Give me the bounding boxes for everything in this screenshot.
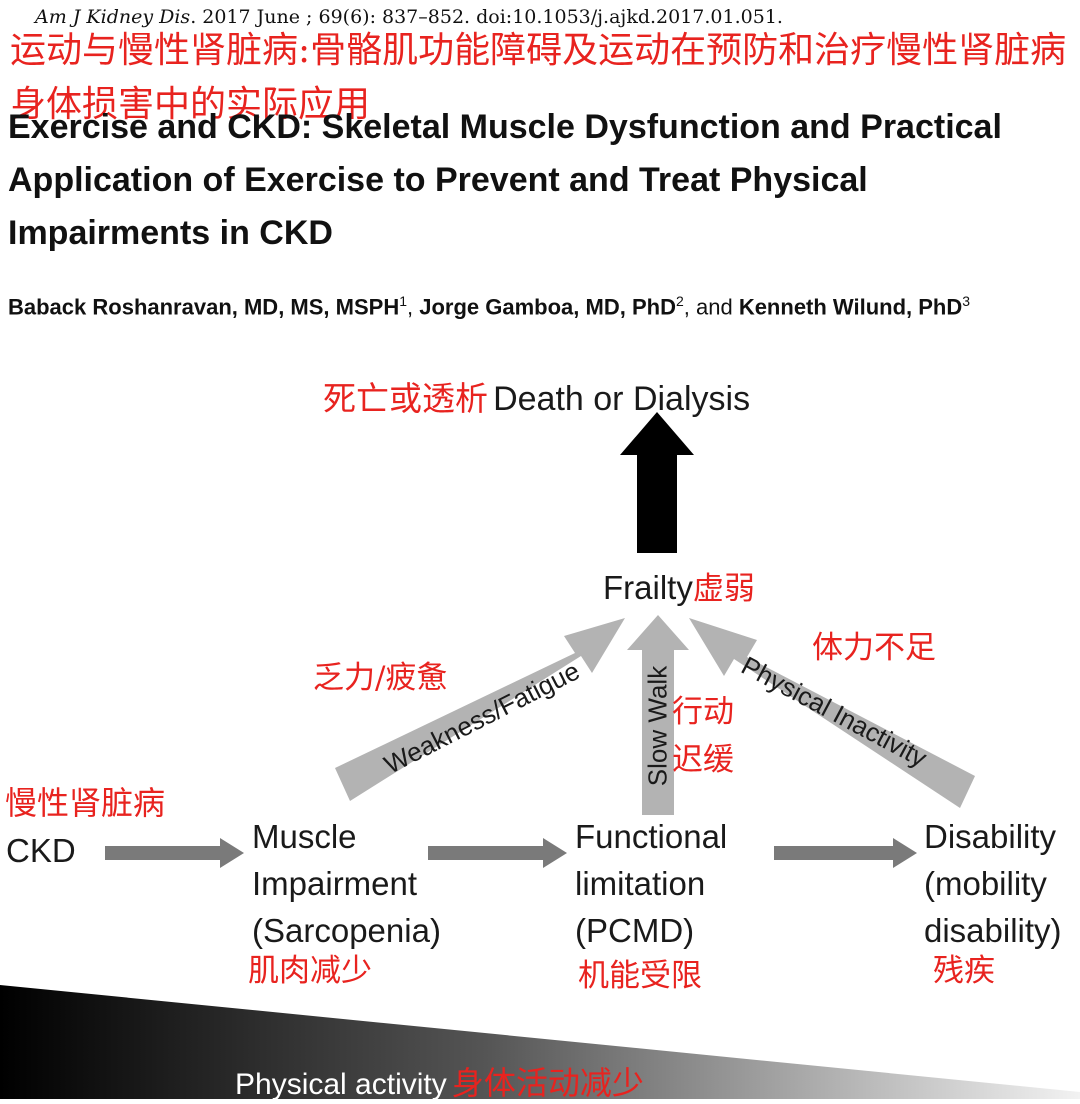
title-english: Exercise and CKD: Skeletal Muscle Dysfun… [8, 108, 1002, 252]
arrow-muscle-to-functional [428, 838, 567, 868]
arrow-ckd-to-muscle [105, 838, 244, 868]
muscle-impairment-node: Muscle Impairment (Sarcopenia) [252, 813, 441, 954]
physical-inactivity-zh: 体力不足 [812, 630, 936, 666]
physical-activity-label: Physical activity 身体活动减少 [235, 1058, 644, 1104]
functional-line1: Functional [575, 818, 728, 855]
arrow-physical-inactivity [689, 618, 975, 808]
author-separator: , and [683, 294, 739, 320]
ckd-zh: 慢性肾脏病 [5, 784, 166, 822]
death-or-dialysis-label: 死亡或透析 Death or Dialysis [323, 372, 750, 420]
disability-zh: 残疾 [933, 953, 995, 989]
author-name: Kenneth Wilund, PhD [738, 294, 963, 320]
arrow-to-death [620, 412, 694, 553]
citation-details: . 2017 June ; 69(6): 837–852. doi:10.105… [190, 6, 783, 28]
slow-walk-zh-line1: 行动 [672, 694, 734, 730]
muscle-line1: Muscle [252, 818, 357, 855]
author-list: Baback Roshanravan, MD, MS, MSPH1, Jorge… [8, 286, 1076, 322]
disability-line2: (mobility [924, 865, 1047, 902]
physical-activity-en: Physical activity [235, 1068, 447, 1101]
frailty-label: Frailty虚弱 [603, 563, 755, 608]
arrow-weakness-fatigue [335, 618, 625, 801]
arrow-slow-walk [627, 615, 689, 815]
title-chinese: 运动与慢性肾脏病:骨骼肌功能障碍及运动在预防和治疗慢性肾脏病身体损害中的实际应用 [10, 30, 1067, 125]
disability-line3: disability) [924, 912, 1062, 949]
muscle-zh: 肌肉减少 [248, 953, 372, 989]
functional-zh: 机能受限 [578, 958, 702, 994]
author-separator: , [407, 294, 420, 320]
muscle-line2: Impairment [252, 865, 418, 902]
disability-line1: Disability [924, 818, 1057, 855]
slow-walk-en: Slow Walk [642, 665, 673, 787]
muscle-line3: (Sarcopenia) [252, 912, 441, 949]
functional-limitation-node: Functional limitation (PCMD) [575, 813, 727, 954]
author-name: Baback Roshanravan, MD, MS, MSPH [8, 294, 400, 320]
citation: Am J Kidney Dis. 2017 June ; 69(6): 837–… [35, 6, 783, 28]
disability-node: Disability (mobility disability) [924, 813, 1062, 954]
arrow-functional-to-disability [774, 838, 917, 868]
ckd-en: CKD [6, 832, 76, 869]
author-name: Jorge Gamboa, MD, PhD [419, 294, 676, 320]
functional-line3: (PCMD) [575, 912, 695, 949]
frailty-zh: 虚弱 [692, 571, 755, 607]
author-affiliation: 2 [675, 293, 684, 309]
functional-line2: limitation [575, 865, 706, 902]
journal-name: Am J Kidney Dis [35, 6, 191, 28]
death-or-dialysis-zh: 死亡或透析 [323, 379, 488, 418]
author-affiliation: 3 [962, 293, 971, 309]
physical-activity-wedge [0, 985, 1080, 1099]
frailty-en: Frailty [603, 569, 693, 606]
physical-activity-zh: 身体活动减少 [451, 1064, 644, 1102]
death-or-dialysis-en: Death or Dialysis [493, 380, 751, 418]
author-affiliation: 1 [399, 293, 408, 309]
weakness-fatigue-zh: 乏力/疲惫 [313, 660, 448, 696]
slow-walk-zh-line2: 迟缓 [672, 742, 734, 778]
